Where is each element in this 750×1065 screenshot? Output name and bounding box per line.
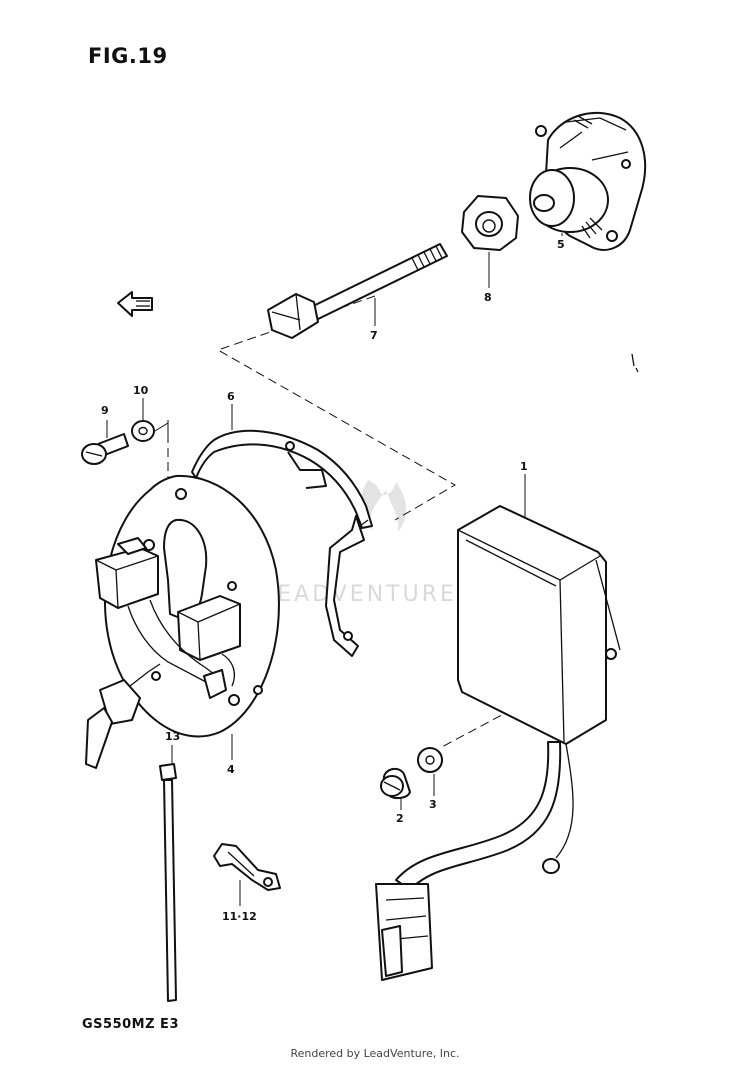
part-4-pickup-coil-plate bbox=[85, 474, 280, 769]
callout-3: 3 bbox=[429, 798, 437, 811]
leader-10-hook bbox=[154, 422, 169, 440]
stray-mark bbox=[631, 353, 639, 373]
part-6-plate bbox=[191, 429, 373, 657]
callout-1: 1 bbox=[520, 460, 528, 473]
figure-title: FIG.19 bbox=[88, 44, 168, 68]
part-11-12-clamp bbox=[213, 843, 281, 891]
part-13-cable-tie bbox=[159, 763, 177, 1002]
forward-arrow-icon bbox=[117, 291, 153, 317]
callout-10: 10 bbox=[133, 384, 149, 397]
callout-4: 4 bbox=[227, 763, 235, 776]
callout-8: 8 bbox=[484, 291, 492, 304]
callout-6: 6 bbox=[227, 390, 235, 403]
part-5-signal-generator bbox=[529, 111, 647, 251]
part-3-washer bbox=[417, 747, 443, 773]
watermark-flame-icon bbox=[360, 480, 407, 532]
callout-5: 5 bbox=[557, 238, 565, 251]
callout-2: 2 bbox=[396, 812, 404, 825]
callout-13: 13 bbox=[165, 730, 180, 743]
part-9-screw bbox=[81, 433, 129, 465]
part-7-bolt bbox=[267, 243, 448, 339]
assembly-dashed-line-7 bbox=[216, 295, 457, 521]
model-code: GS550MZ E3 bbox=[82, 1017, 179, 1032]
callout-11-12: 11·12 bbox=[222, 910, 257, 923]
part-10-washer bbox=[131, 420, 155, 442]
watermark: LEADVENTURE bbox=[262, 480, 457, 607]
callout-7: 7 bbox=[370, 329, 378, 342]
part-2-screw bbox=[380, 767, 411, 800]
part-8-nut bbox=[461, 195, 519, 251]
footer-credit: Rendered by LeadVenture, Inc. bbox=[290, 1047, 460, 1060]
part-1-ignitor-unit bbox=[375, 505, 621, 981]
watermark-text: LEADVENTURE bbox=[262, 582, 457, 607]
callout-9: 9 bbox=[101, 404, 109, 417]
